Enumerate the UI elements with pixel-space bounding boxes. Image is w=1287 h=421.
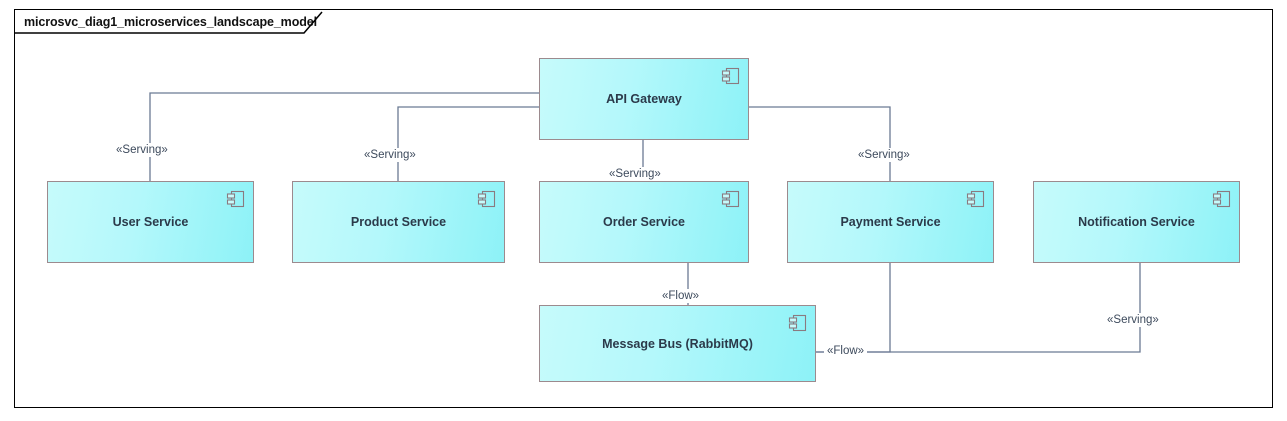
connector-label-message-bus-notification-service: «Serving»: [1104, 313, 1162, 327]
component-message-bus[interactable]: Message Bus (RabbitMQ): [539, 305, 816, 382]
component-label-api-gateway: API Gateway: [606, 92, 682, 106]
component-api-gateway[interactable]: API Gateway: [539, 58, 749, 140]
uml-component-icon: [1212, 190, 1231, 208]
connector-label-api-gateway-order-service: «Serving»: [606, 167, 664, 181]
component-label-product-service: Product Service: [350, 215, 447, 229]
uml-component-icon: [226, 190, 245, 208]
component-label-user-service: User Service: [112, 215, 189, 229]
uml-component-icon: [477, 190, 496, 208]
uml-component-icon: [788, 314, 807, 332]
component-label-notification-service: Notification Service: [1078, 215, 1195, 229]
component-payment-service[interactable]: Payment Service: [787, 181, 994, 263]
connector-label-api-gateway-payment-service: «Serving»: [855, 148, 913, 162]
diagram-frame: [14, 9, 1273, 408]
diagram-frame-tab[interactable]: microsvc_diag1_microservices_landscape_m…: [14, 9, 327, 33]
connector-label-api-gateway-user-service: «Serving»: [113, 143, 171, 157]
connector-label-order-service-message-bus: «Flow»: [659, 289, 703, 303]
connector-label-payment-service-message-bus: «Flow»: [824, 344, 868, 358]
uml-component-icon: [721, 67, 740, 85]
component-label-message-bus: Message Bus (RabbitMQ): [602, 336, 753, 351]
uml-component-icon: [966, 190, 985, 208]
diagram-title: microsvc_diag1_microservices_landscape_m…: [24, 14, 317, 29]
component-label-payment-service: Payment Service: [840, 215, 941, 229]
connector-label-api-gateway-product-service: «Serving»: [361, 148, 419, 162]
component-label-order-service: Order Service: [603, 215, 685, 229]
component-user-service[interactable]: User Service: [47, 181, 254, 263]
component-order-service[interactable]: Order Service: [539, 181, 749, 263]
component-notification-service[interactable]: Notification Service: [1033, 181, 1240, 263]
component-product-service[interactable]: Product Service: [292, 181, 505, 263]
uml-component-icon: [721, 190, 740, 208]
